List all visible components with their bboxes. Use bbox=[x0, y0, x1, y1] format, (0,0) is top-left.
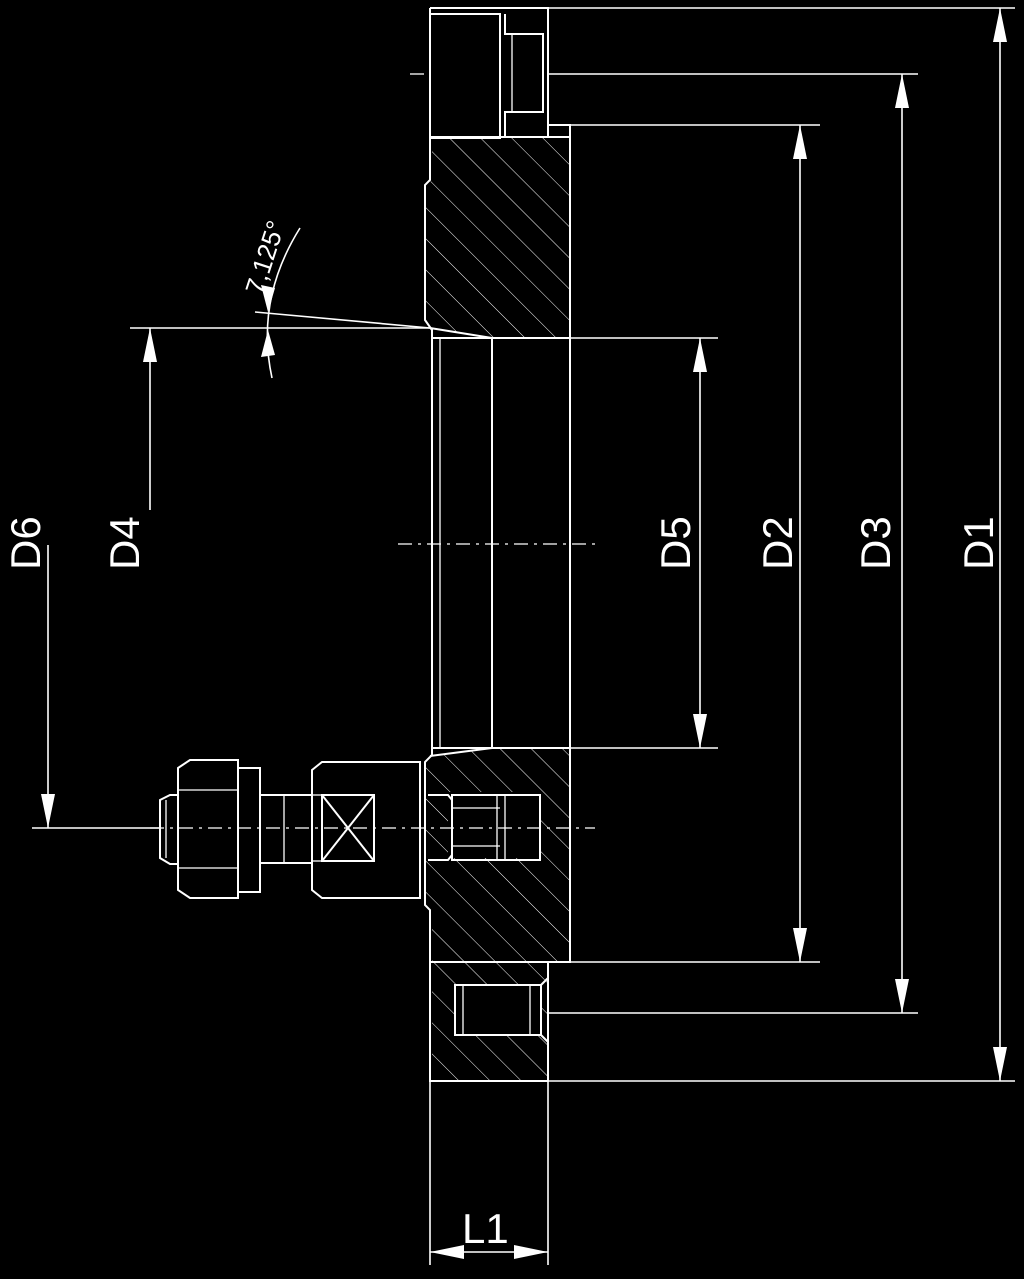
bolt-assembly bbox=[159, 759, 421, 899]
angle-label: 7,125° bbox=[239, 217, 291, 298]
d3-label: D3 bbox=[852, 516, 899, 570]
center-lines bbox=[150, 73, 600, 829]
l1-label: L1 bbox=[462, 1205, 509, 1252]
dimension-labels: D1 D3 D2 D5 D4 D6 L1 7,125° bbox=[2, 217, 1002, 1252]
d6-label: D6 bbox=[2, 516, 49, 570]
section-hatching bbox=[426, 138, 570, 1081]
extension-lines bbox=[32, 7, 1015, 1265]
d1-label: D1 bbox=[955, 516, 1002, 570]
d4-label: D4 bbox=[101, 516, 148, 570]
tapped-hole bbox=[454, 977, 549, 1043]
d2-label: D2 bbox=[754, 516, 801, 570]
dimension-lines bbox=[41, 8, 1007, 1259]
d5-label: D5 bbox=[652, 516, 699, 570]
